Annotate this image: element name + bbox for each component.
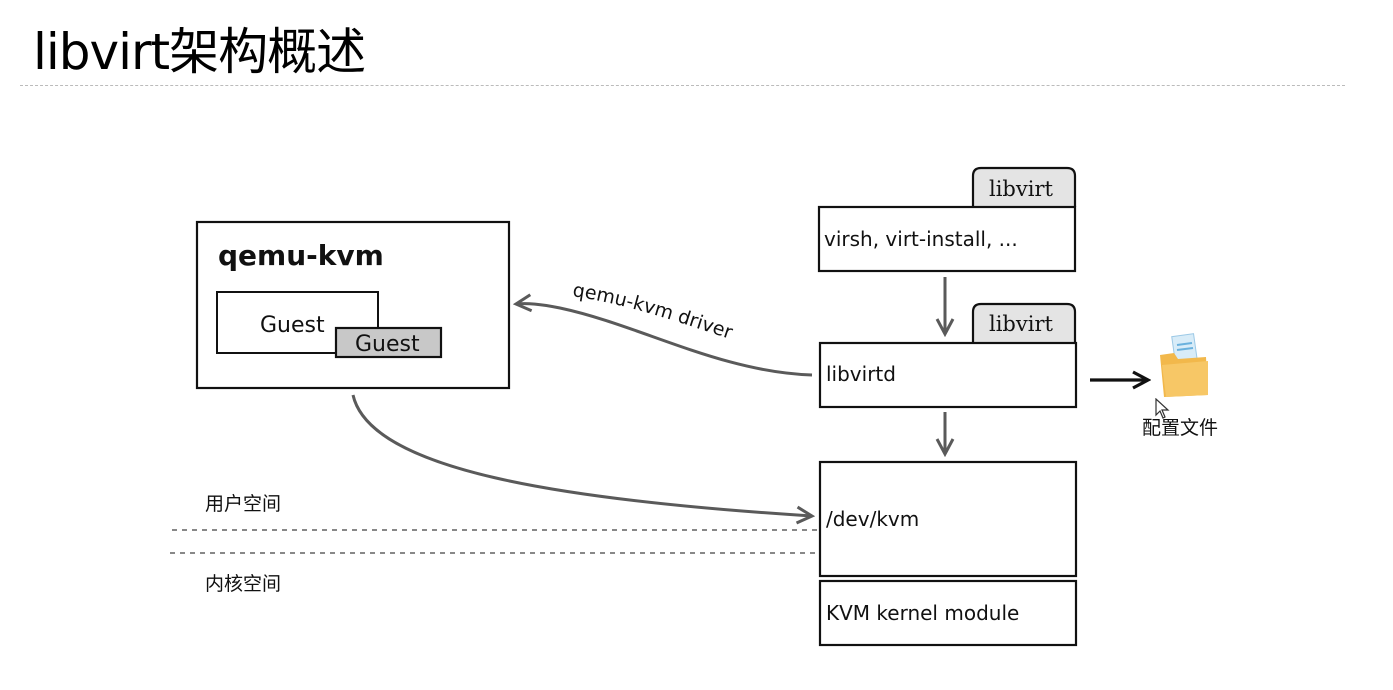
qemu-kvm-title: qemu-kvm	[218, 239, 384, 272]
guest-back-label: Guest	[260, 313, 325, 338]
daemon-label: libvirtd	[826, 362, 896, 386]
qemu-kvm-box: qemu-kvm Guest Guest	[195, 220, 511, 390]
daemon-tab-label: libvirt	[989, 312, 1053, 336]
qemu-to-dev-kvm-arrow	[351, 394, 812, 516]
qemu-kvm-driver-arrow	[516, 304, 813, 377]
config-file-label: 配置文件	[1142, 417, 1219, 439]
title-divider	[20, 85, 1345, 86]
driver-arrow-label: qemu-kvm driver	[571, 279, 735, 344]
driver-arrow-label-text: qemu-kvm driver	[571, 279, 735, 344]
config-folder-icon	[1160, 333, 1208, 397]
libvirt-client-box: libvirt virsh, virt-install, ...	[817, 166, 1077, 273]
client-label: virsh, virt-install, ...	[824, 227, 1018, 251]
kernel-space-label: 内核空间	[205, 573, 282, 595]
dev-kvm-label: /dev/kvm	[826, 507, 919, 531]
slide-title: libvirt架构概述	[33, 23, 366, 81]
guest-front-box: Guest	[334, 326, 443, 359]
guest-front-label: Guest	[355, 332, 420, 357]
kernel-module-label: KVM kernel module	[826, 601, 1019, 625]
client-tab-label: libvirt	[989, 177, 1053, 201]
user-space-label: 用户空间	[205, 493, 282, 515]
libvirtd-box: libvirt libvirtd	[818, 302, 1078, 409]
dev-kvm-box: /dev/kvm	[818, 460, 1078, 578]
kvm-kernel-module-box: KVM kernel module	[818, 579, 1078, 647]
mouse-cursor-icon	[1155, 398, 1170, 419]
